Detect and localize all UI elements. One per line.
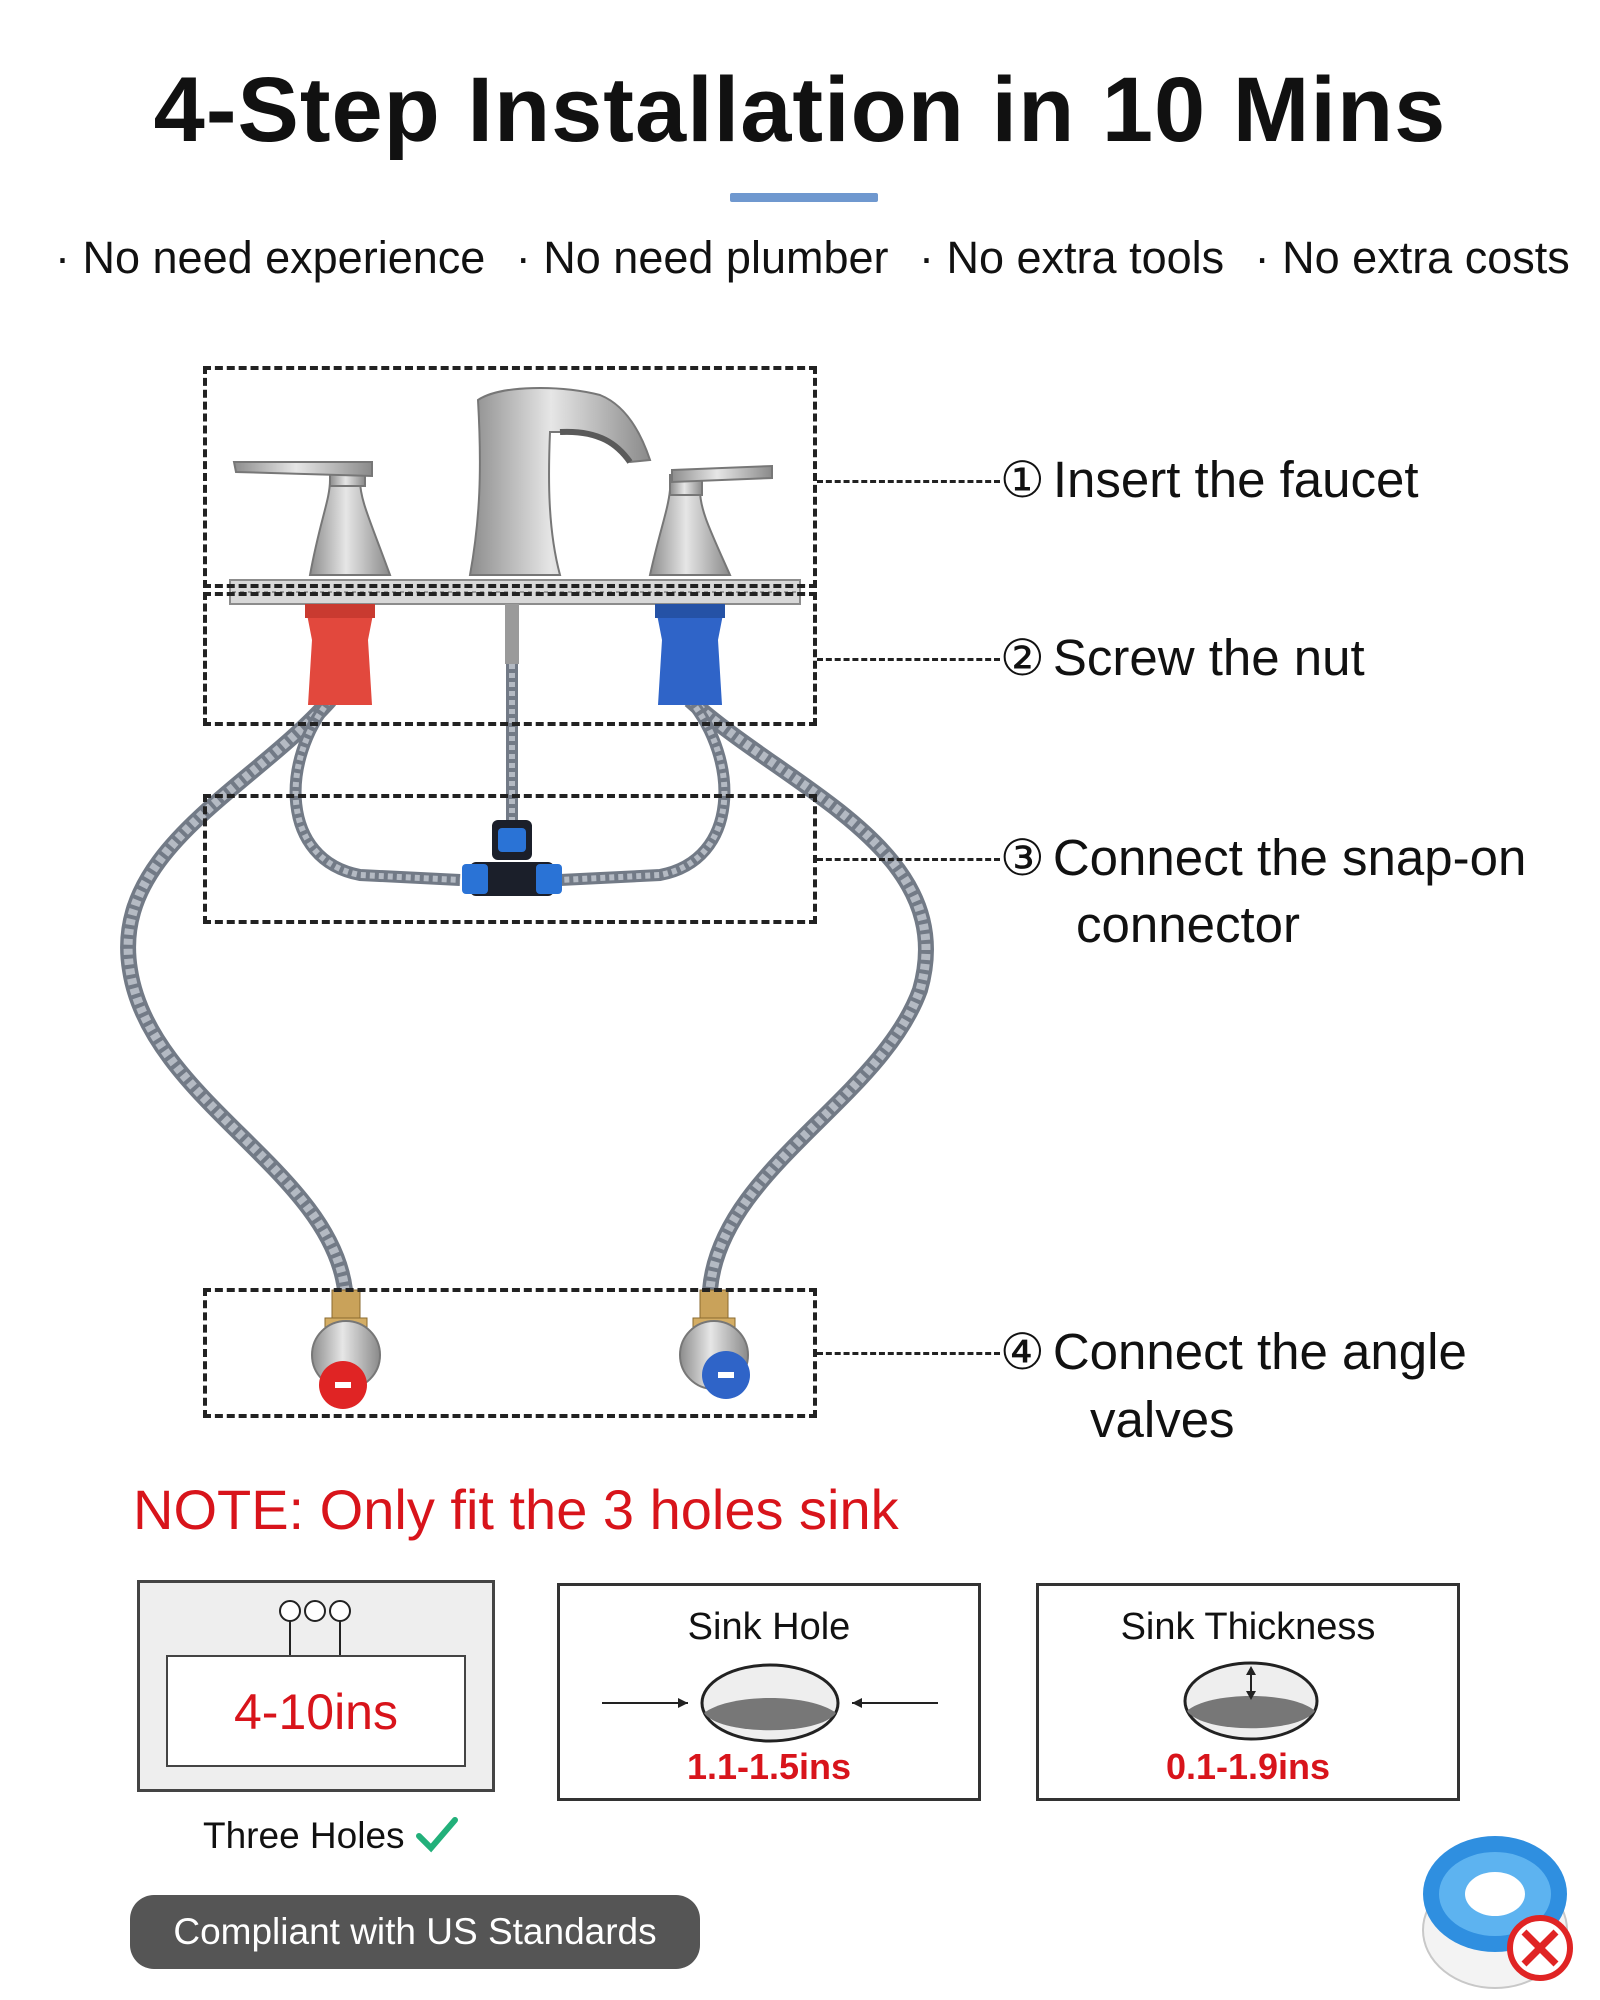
benefit-item: · No need plumber: [515, 232, 889, 283]
step-1-number: ①: [1000, 452, 1045, 508]
three-holes-caption: Three Holes: [203, 1815, 459, 1857]
hot-supply-hose: [120, 694, 353, 1292]
cold-nut: [655, 604, 725, 705]
step-1-text: Insert the faucet: [1052, 451, 1419, 508]
benefits-row: · No need experience · No need plumber ·…: [55, 232, 1585, 284]
step-4-leader: [817, 1352, 1000, 1355]
step-2-leader: [817, 658, 1000, 661]
compatibility-note: NOTE: Only fit the 3 holes sink: [133, 1478, 899, 1541]
step-4-text: Connect the angle: [1052, 1323, 1467, 1380]
plumber-tape-icon: [1422, 1836, 1573, 1989]
sink-hole-title: Sink Hole: [687, 1606, 851, 1648]
sink-basin: 4-10ins: [166, 1655, 466, 1767]
hot-nut: [305, 604, 375, 705]
waterfall-spout: [468, 387, 652, 576]
title-divider: [730, 193, 878, 202]
hole-spacing-value: 4-10ins: [234, 1684, 398, 1740]
step-4-text-line2: valves: [1090, 1391, 1235, 1448]
no-icon: [1507, 1915, 1573, 1981]
hot-angle-valve: [311, 1289, 381, 1409]
sink-thickness-value: 0.1-1.9ins: [1165, 1746, 1331, 1787]
benefit-item: · No extra costs: [1254, 232, 1570, 283]
benefit-item: · No need experience: [55, 232, 486, 283]
step-2-text: Screw the nut: [1052, 629, 1365, 686]
three-holes-caption-text: Three Holes: [203, 1815, 405, 1856]
cold-handle: [648, 464, 773, 576]
step-1-highlight: [203, 366, 817, 588]
cold-angle-valve: [679, 1289, 750, 1399]
step-4-highlight: [203, 1288, 817, 1418]
sink-thickness-diagram: [1183, 1661, 1319, 1741]
step-1-leader: [817, 480, 1000, 483]
three-holes-panel: 4-10ins: [137, 1580, 495, 1792]
sink-hole-panel: Sink Hole 1.1-1.5ins: [557, 1583, 981, 1801]
hot-handle: [232, 461, 392, 576]
benefit-item: · No extra tools: [919, 232, 1225, 283]
sink-hole-value: 1.1-1.5ins: [686, 1746, 852, 1787]
compliance-badge: Compliant with US Standards: [130, 1895, 700, 1969]
step-3-leader: [817, 858, 1000, 861]
sink-thickness-panel: Sink Thickness 0.1-1.9ins: [1036, 1583, 1460, 1801]
step-2-highlight: [203, 592, 817, 726]
step-3-text-line2: connector: [1076, 896, 1300, 953]
sink-hole-diagram: [602, 1663, 938, 1743]
step-2-number: ②: [1000, 630, 1045, 686]
step-4-number: ④: [1000, 1324, 1045, 1380]
check-icon: [415, 1817, 458, 1853]
snap-on-connector: [462, 820, 562, 896]
step-3-number: ③: [1000, 830, 1045, 886]
step-3-highlight: [203, 794, 817, 924]
page-title: 4-Step Installation in 10 Mins: [153, 59, 1447, 161]
step-3-text: Connect the snap-on: [1052, 829, 1527, 886]
sink-thickness-title: Sink Thickness: [1120, 1606, 1376, 1648]
